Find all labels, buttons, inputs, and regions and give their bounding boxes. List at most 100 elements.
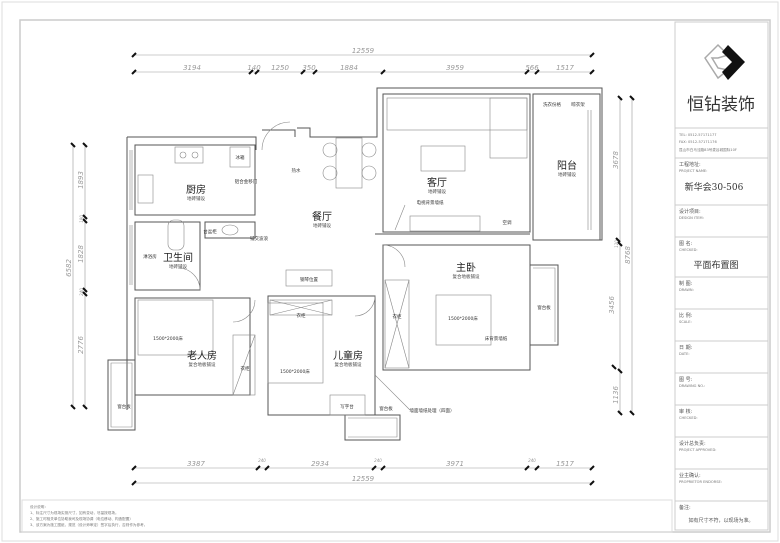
- room-children: 儿童房: [333, 349, 363, 362]
- bed-icon: [137, 299, 214, 356]
- dim-label: 1517: [556, 64, 574, 72]
- toilet-icon: [167, 219, 185, 251]
- field-label: 设计总负责:: [679, 440, 706, 447]
- note-sill: 窗台板: [379, 405, 393, 412]
- dim-label: 2776: [77, 336, 85, 354]
- dim-label: 1136: [612, 386, 620, 404]
- bed-icon: [267, 302, 324, 384]
- room-floor: 复合地板铺设: [189, 361, 216, 368]
- drawing-name-label: 图 名:: [679, 240, 693, 247]
- bottom-dimensions: 3387 240 2934 240 3971 240 1517 12559: [131, 458, 595, 486]
- field-label-en: DRAWN:: [679, 288, 694, 292]
- notes-item: 2、施工时相关单位协助我司及现场协调（电位移动、构造配置）: [30, 516, 133, 521]
- field-label-en: PROPRIETOR ENDORSE:: [679, 480, 722, 484]
- title-block: 恒钻装饰 TEL: 0512-57171177 FAX: 0512-571711…: [674, 21, 769, 531]
- fridge-icon: [229, 146, 251, 168]
- dim-label: 3971: [446, 460, 464, 468]
- company-name: 恒钻装饰: [687, 95, 755, 115]
- field-label: 日 期:: [679, 345, 693, 351]
- dim-bottom-total: 12559: [352, 475, 375, 483]
- room-balcony: 阳台: [557, 159, 577, 172]
- room-living: 客厅: [427, 176, 447, 189]
- coffee-table-icon: [420, 145, 466, 172]
- notes-title: 设计说明：: [30, 504, 48, 509]
- drawing-name: 平面布置图: [693, 259, 738, 271]
- field-label-en: DATE:: [679, 352, 690, 356]
- room-floor: 地砖铺设: [169, 263, 187, 270]
- bed-icon: [435, 294, 492, 346]
- dim-label: 120: [614, 240, 619, 248]
- dim-label: 1828: [77, 245, 85, 263]
- notes-item: 3、该方案为施工图纸，规范（设计师审定）签字后执行，否则作为参考。: [30, 522, 147, 527]
- note-piano: 钢琴位置: [300, 276, 318, 283]
- project-label: 工程地址:: [679, 161, 701, 168]
- field-label: 审 核:: [679, 408, 693, 415]
- note-basin: 台盆柜: [203, 228, 217, 235]
- dim-label: 240: [79, 288, 84, 296]
- walls: [107, 87, 603, 441]
- note-wardrobe: 衣柜: [297, 312, 306, 319]
- field-label-en: PROJECT APPROVED:: [679, 448, 716, 452]
- field-label-en: SCALE:: [679, 320, 692, 324]
- note-bed-wall: 床背景墙纸: [485, 335, 508, 342]
- piano-icon: [285, 269, 333, 287]
- dim-label: 1517: [556, 460, 574, 468]
- dim-label: 2934: [311, 460, 329, 468]
- dim-label: 240: [258, 458, 266, 463]
- room-floor: 地砖铺设: [428, 188, 446, 195]
- left-dimensions: 1893 190 1828 240 2776 6582: [65, 142, 88, 410]
- room-floor: 复合地板铺设: [335, 361, 362, 368]
- company-fax: FAX: 0512-57171176: [679, 140, 717, 144]
- room-floor: 复合地板铺设: [453, 273, 480, 280]
- stove-icon: [174, 146, 204, 164]
- note-water-heater: 热水: [292, 167, 301, 174]
- dim-label: 190: [79, 215, 84, 223]
- note-sill: 窗台板: [117, 403, 131, 410]
- note-bed: 1500*2000床: [153, 335, 183, 342]
- annotations: 冰箱 铝合金移门 热水 台盆柜 铺交波浪 淋浴房 钢琴位置 电视背景墙纸 空调 …: [117, 101, 585, 414]
- sofa-icon: [386, 97, 528, 131]
- dim-top-total: 12559: [352, 47, 375, 55]
- dim-label: 3194: [183, 64, 201, 72]
- company-logo: [704, 43, 745, 80]
- note-fridge: 冰箱: [236, 154, 245, 161]
- right-dimensions: 3678 120 3456 1136 8768: [608, 95, 635, 416]
- desk-icon: [329, 394, 366, 416]
- dim-label: 350: [302, 64, 316, 72]
- dim-left-total: 6582: [65, 259, 73, 277]
- note-drying: 晾衣架: [571, 101, 585, 108]
- dim-label: 140: [247, 64, 261, 72]
- project-name: 新华会30-506: [685, 181, 744, 193]
- top-dimensions: 12559 3194 140 1250 350 1884 3959 566 15…: [131, 47, 595, 75]
- drawing-name-label-en: CHECKED:: [679, 248, 698, 252]
- field-label: 图 号:: [679, 377, 693, 383]
- room-dining: 餐厅: [312, 210, 332, 223]
- dim-label: 3678: [612, 151, 620, 169]
- room-floor: 地砖铺设: [558, 171, 576, 178]
- note-bed: 1500*2000床: [448, 315, 478, 322]
- room-bathroom: 卫生间: [163, 251, 193, 264]
- note-shower: 淋浴房: [143, 253, 157, 260]
- note-wardrobe: 衣柜: [241, 365, 250, 372]
- notes-item: 1、标注尺寸为现场实测尺寸，如有变动，尽量按现场。: [30, 510, 119, 515]
- note-ac: 空调: [503, 219, 512, 226]
- dim-label: 3387: [187, 460, 205, 468]
- drawing-frame: [19, 19, 771, 533]
- field-label: 比 例:: [679, 312, 693, 319]
- room-master: 主卧: [456, 261, 476, 274]
- wardrobe-icon: [384, 279, 410, 369]
- remark-label: 备注:: [679, 504, 691, 511]
- note-wallpaper: 墙面墙纸处理（四面）: [410, 407, 455, 414]
- title-fields: 制 图: DRAWN: 比 例: SCALE: 日 期: DATE: 图 号: …: [675, 280, 768, 502]
- tv-cabinet-icon: [409, 215, 481, 232]
- room-kitchen: 厨房: [186, 183, 206, 196]
- dim-label: 1893: [77, 171, 85, 189]
- field-label-en: DRAWING NO.:: [679, 384, 705, 388]
- note-sill: 窗台板: [537, 304, 551, 311]
- design-label: 设计项目:: [679, 208, 701, 215]
- note-tv-wall: 电视背景墙纸: [417, 199, 444, 206]
- dim-label: 1250: [271, 64, 289, 72]
- dim-label: 3456: [608, 296, 616, 314]
- field-label: 制 图:: [679, 280, 693, 287]
